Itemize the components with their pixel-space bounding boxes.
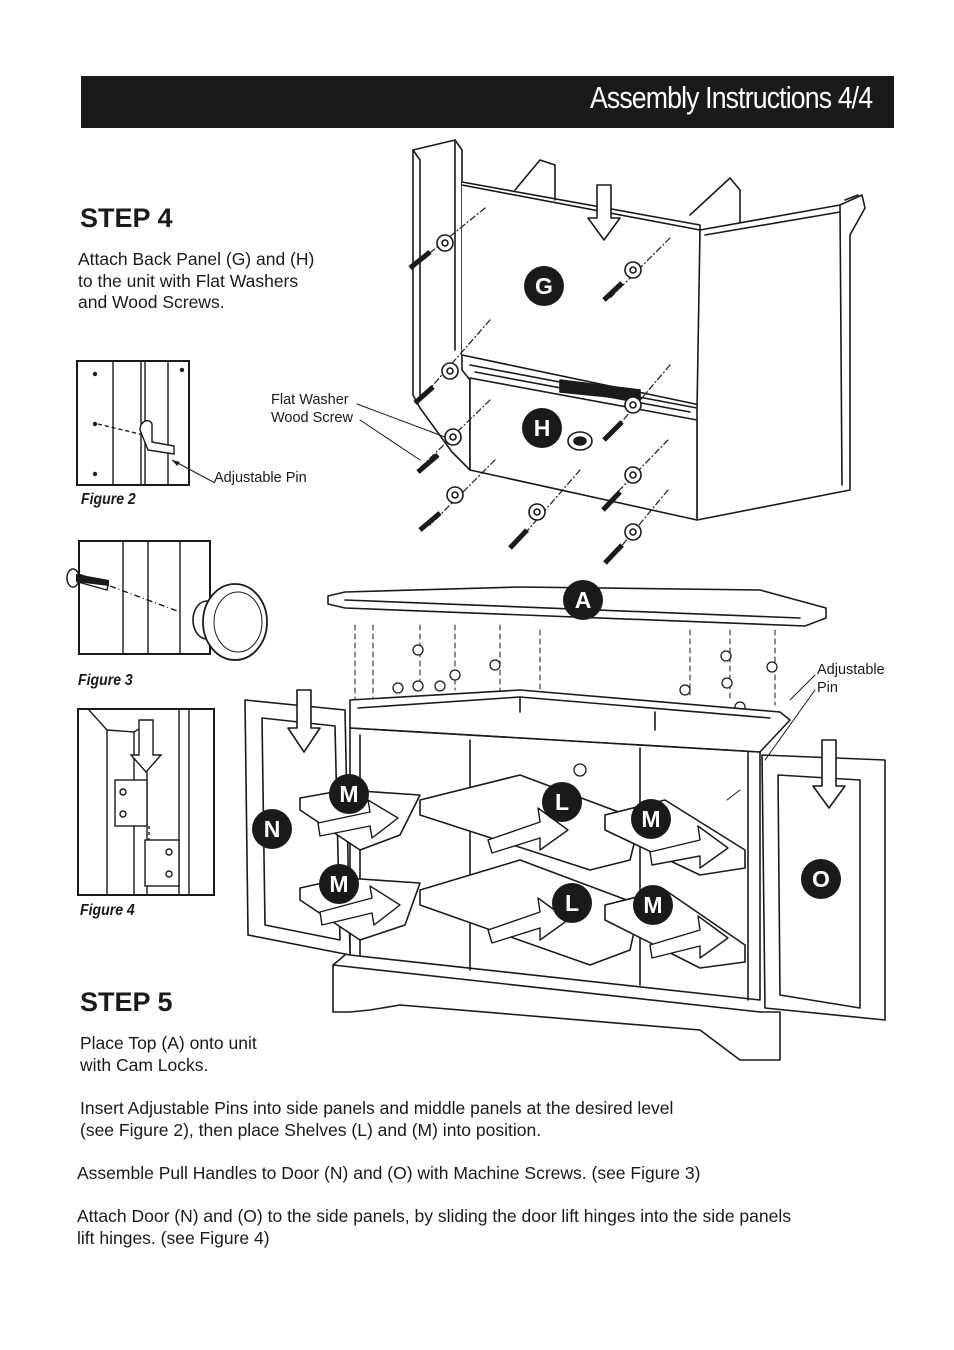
part-n-badge: N — [252, 809, 292, 849]
part-m-badge: M — [633, 885, 673, 925]
header-bar: Assembly Instructions 4/4 — [81, 76, 894, 128]
part-m-badge: M — [319, 864, 359, 904]
figure-4-caption: Figure 4 — [80, 902, 135, 919]
figure-2-illustration — [76, 360, 190, 486]
pull-handle-knob — [192, 583, 268, 661]
step-5-text-handles: Assemble Pull Handles to Door (N) and (O… — [77, 1163, 701, 1183]
figure-3-caption: Figure 3 — [78, 672, 133, 689]
part-m-badge: M — [631, 799, 671, 839]
cabinet-front-assembly — [244, 586, 886, 1061]
step-4-text: Attach Back Panel (G) and (H) to the uni… — [78, 249, 315, 312]
wood-screw-label: Wood Screw — [271, 410, 353, 426]
figure-4-illustration — [77, 708, 215, 896]
adjustable-pin-label: Adjustable Pin — [817, 662, 885, 696]
step-4-heading: STEP 4 — [80, 203, 173, 233]
part-h-badge: H — [522, 408, 562, 448]
part-g-badge: G — [524, 266, 564, 306]
part-o-badge: O — [801, 859, 841, 899]
figure-2-callout: Adjustable Pin — [214, 470, 307, 486]
flat-washer-label: Flat Washer — [271, 392, 349, 408]
page-title: Assembly Instructions 4/4 — [589, 80, 873, 115]
figure-2-pointer — [171, 459, 216, 484]
step-5-text-pins: Insert Adjustable Pins into side panels … — [80, 1098, 674, 1140]
part-l-badge: L — [552, 883, 592, 923]
step-5-heading: STEP 5 — [80, 987, 173, 1017]
step-5-text-top: Place Top (A) onto unit with Cam Locks. — [80, 1033, 257, 1075]
step-5-text-doors: Attach Door (N) and (O) to the side pane… — [77, 1206, 792, 1248]
part-a-badge: A — [563, 580, 603, 620]
cabinet-back-assembly — [356, 139, 866, 565]
part-l-badge: L — [542, 782, 582, 822]
figure-2-caption: Figure 2 — [81, 491, 136, 508]
machine-screw — [66, 568, 109, 588]
part-m-badge: M — [329, 774, 369, 814]
